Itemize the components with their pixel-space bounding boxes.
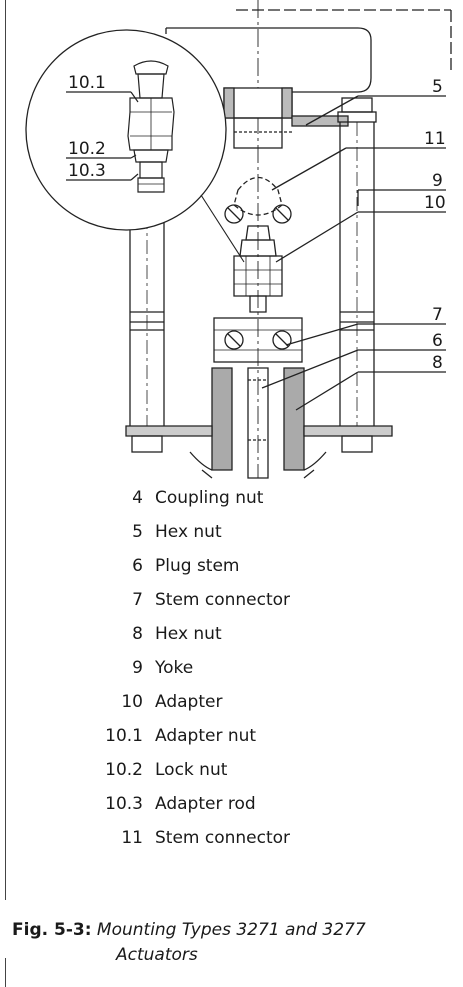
legend-label: Lock nut (155, 760, 228, 780)
legend-label: Adapter (155, 692, 223, 712)
legend-label: Stem connector (155, 828, 291, 848)
legend-label: Plug stem (155, 556, 240, 576)
legend-label: Yoke (155, 658, 194, 678)
legend-label: Hex nut (155, 522, 222, 542)
legend-label: Coupling nut (155, 488, 264, 508)
callout-5: 5 (432, 77, 443, 97)
callout-10-1: 10.1 (68, 73, 106, 93)
legend-label: Adapter nut (155, 726, 257, 746)
legend-item: 9 Yoke (0, 658, 463, 692)
legend-number: 10.2 (105, 760, 143, 780)
callout-9: 9 (432, 171, 443, 191)
callout-7: 7 (432, 305, 443, 325)
legend-item: 5 Hex nut (0, 522, 463, 556)
technical-drawing: 10.1 10.2 10.3 5 11 9 10 7 6 8 (25, 0, 452, 479)
caption-title-line-2: Actuators (116, 945, 198, 965)
page-left-rule (5, 0, 6, 900)
legend-number: 4 (132, 488, 143, 508)
legend-number: 8 (132, 624, 143, 644)
legend-number: 10 (121, 692, 143, 712)
callout-10-3: 10.3 (68, 161, 106, 181)
caption-left-rule (5, 958, 6, 987)
caption-title: Mounting Types 3271 and 3277 (96, 920, 366, 940)
callout-6: 6 (432, 331, 443, 351)
legend-item: 10.1 Adapter nut (0, 726, 463, 760)
callout-8: 8 (432, 353, 443, 373)
legend-number: 11 (121, 828, 143, 848)
legend-item: 10.2 Lock nut (0, 760, 463, 794)
legend-label: Stem connector (155, 590, 291, 610)
legend-number: 6 (132, 556, 143, 576)
legend-number: 10.3 (105, 794, 143, 814)
legend-number: 7 (132, 590, 143, 610)
legend-label: Hex nut (155, 624, 222, 644)
figure-caption: Fig. 5-3: Mounting Types 3271 and 3277 A… (12, 918, 452, 965)
callout-10: 10 (424, 193, 446, 213)
legend-item: 7 Stem connector (0, 590, 463, 624)
legend-number: 9 (132, 658, 143, 678)
legend-number: 10.1 (105, 726, 143, 746)
callout-11: 11 (424, 129, 446, 149)
legend-item: 6 Plug stem (0, 556, 463, 590)
legend-item: 11 Stem connector (0, 828, 463, 862)
legend-item: 4 Coupling nut (0, 488, 463, 522)
caption-label: Fig. 5-3: (12, 920, 92, 940)
legend-label: Adapter rod (155, 794, 256, 814)
legend-number: 5 (132, 522, 143, 542)
legend-item: 10.3 Adapter rod (0, 794, 463, 828)
legend-item: 8 Hex nut (0, 624, 463, 658)
legend-item: 10 Adapter (0, 692, 463, 726)
callout-10-2: 10.2 (68, 139, 106, 159)
